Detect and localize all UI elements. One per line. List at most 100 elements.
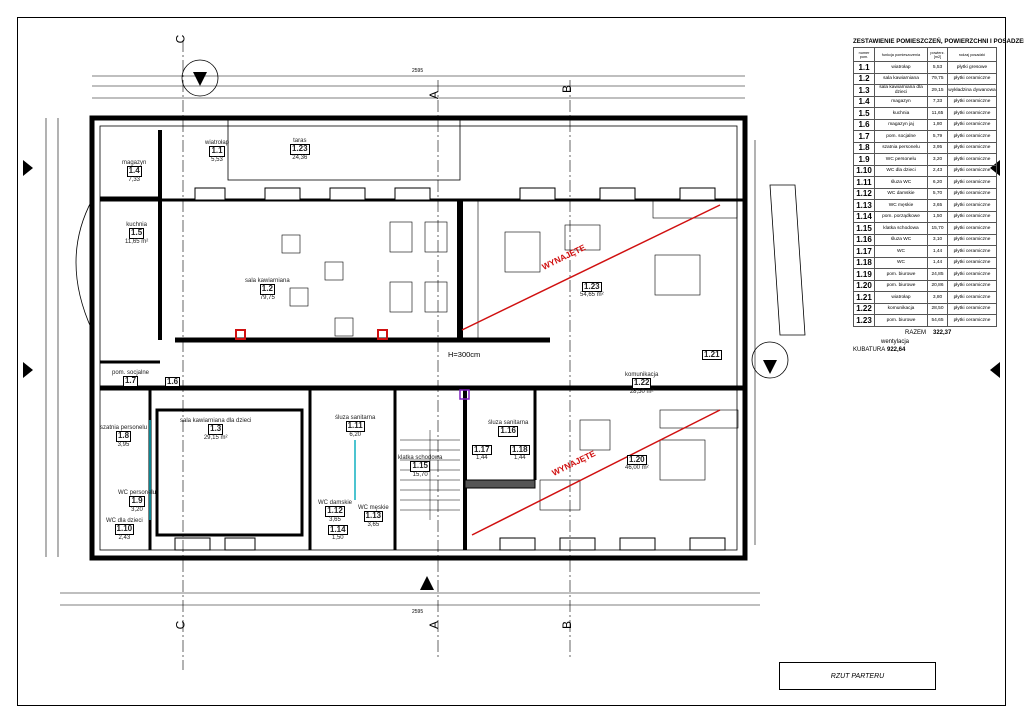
room-label-number: 1.11 [345,421,365,432]
floor-type: płytki ceramiczne [947,245,997,258]
section-label-b-top: B [560,84,575,94]
room-function: wiatrołap [874,291,928,304]
floor-type: płytki ceramiczne [947,95,997,108]
room-area: 3,10 [927,233,948,246]
floor-type: płytki gresowe [947,61,997,74]
room-label-area: 5,53 [211,156,223,163]
ventilation-note: wentylacja [881,338,910,345]
floor-type: płytki ceramiczne [947,118,997,131]
room-label-number: 1.9 [129,496,145,507]
room-function: WC [874,256,928,269]
floor-type: płytki ceramiczne [947,291,997,304]
rented-marker-lines [461,204,721,536]
room-label-area: 1,50 [331,535,344,542]
room-number: 1.21 [853,291,875,304]
room-number: 1.11 [853,176,875,189]
floor-type: płytki ceramiczne [947,176,997,189]
room-number: 1.5 [853,107,875,120]
room-number: 1.13 [853,199,875,212]
room-function: śluza WC [874,233,928,246]
overall-dimension-bottom: 2595 [412,609,424,615]
room-label-name: sala kawiarniana dla dzieci [180,418,252,424]
section-arrow-a [420,576,434,590]
header-area: powierz. [m2] [927,47,948,62]
room-label-area: 1,44 [475,455,488,462]
room-function: WC dla dzieci [874,164,928,177]
room-number: 1.3 [853,84,875,97]
room-label-name: komunikacja [625,372,659,378]
room-label-area: 3,20 [131,506,143,513]
room-label-name: magazyn [122,160,147,166]
room-area: 11,65 [927,107,948,120]
room-label-area: 7,33 [128,176,141,183]
room-function: śluza WC [874,176,928,189]
room-label-number: 1.6 [165,377,181,388]
room-label-name: WC damskie [318,500,353,506]
room-label-area: 1,44 [513,455,526,462]
section-label-c-top: C [173,34,188,44]
room-label-number: 1.16 [498,426,518,437]
room-label-area: 3,65 [367,521,380,528]
room-label-number: 1.15 [410,461,430,472]
room-function: WC [874,245,928,258]
room-area: 1,44 [927,245,948,258]
room-function: WC personelu [874,153,928,166]
room-label-name: WC personelu [118,490,157,496]
room-number: 1.1 [853,61,875,74]
floor-type: płytki ceramiczne [947,314,997,327]
room-label-name: taras [293,138,307,144]
title-block: RZUT PARTERU [779,662,936,690]
floor-type: płytki ceramiczne [947,268,997,281]
room-label-number: 1.5 [129,228,145,239]
floor-type: płytki ceramiczne [947,141,997,154]
floor-type: płytki ceramiczne [947,302,997,315]
volume-label: KUBATURA [853,346,886,353]
room-area: 2,43 [927,164,948,177]
room-label-number: 1.18 [510,445,530,456]
section-marker-c-top [181,59,219,97]
total-value: 322,37 [933,329,952,336]
room-label-name: szatnia personelu [100,425,148,431]
room-function: pom. biurowe [874,314,928,327]
room-function: wiatrołap [874,61,928,74]
room-label-number: 1.20 [627,455,647,466]
volume-value: 922,64 [887,346,906,353]
room-label-area: 54,65 m² [580,292,604,299]
room-area: 1,80 [927,118,948,131]
room-label-area: 3,65 [329,516,341,523]
room-label-area: 2,43 [118,534,131,541]
floor-type: płytki ceramiczne [947,164,997,177]
room-label-name: WC męskie [358,505,389,511]
terrace [227,117,461,181]
floor-type: wykładzina dywanowa [947,84,997,97]
room-label-name: śluza sanitarna [335,415,376,421]
room-label-name: kuchnia [126,222,147,228]
room-area: 29,15 [927,84,948,97]
room-area: 79,75 [927,72,948,85]
room-schedule-table: ZESTAWIENIE POMIESZCZEŃ, POWIERZCHNI I P… [853,38,1024,357]
room-label-number: 1.23 [582,282,602,293]
room-label-name: śluza sanitarna [488,420,529,426]
room-label-number: 1.3 [208,424,224,435]
room-label-number: 1.12 [325,506,345,517]
